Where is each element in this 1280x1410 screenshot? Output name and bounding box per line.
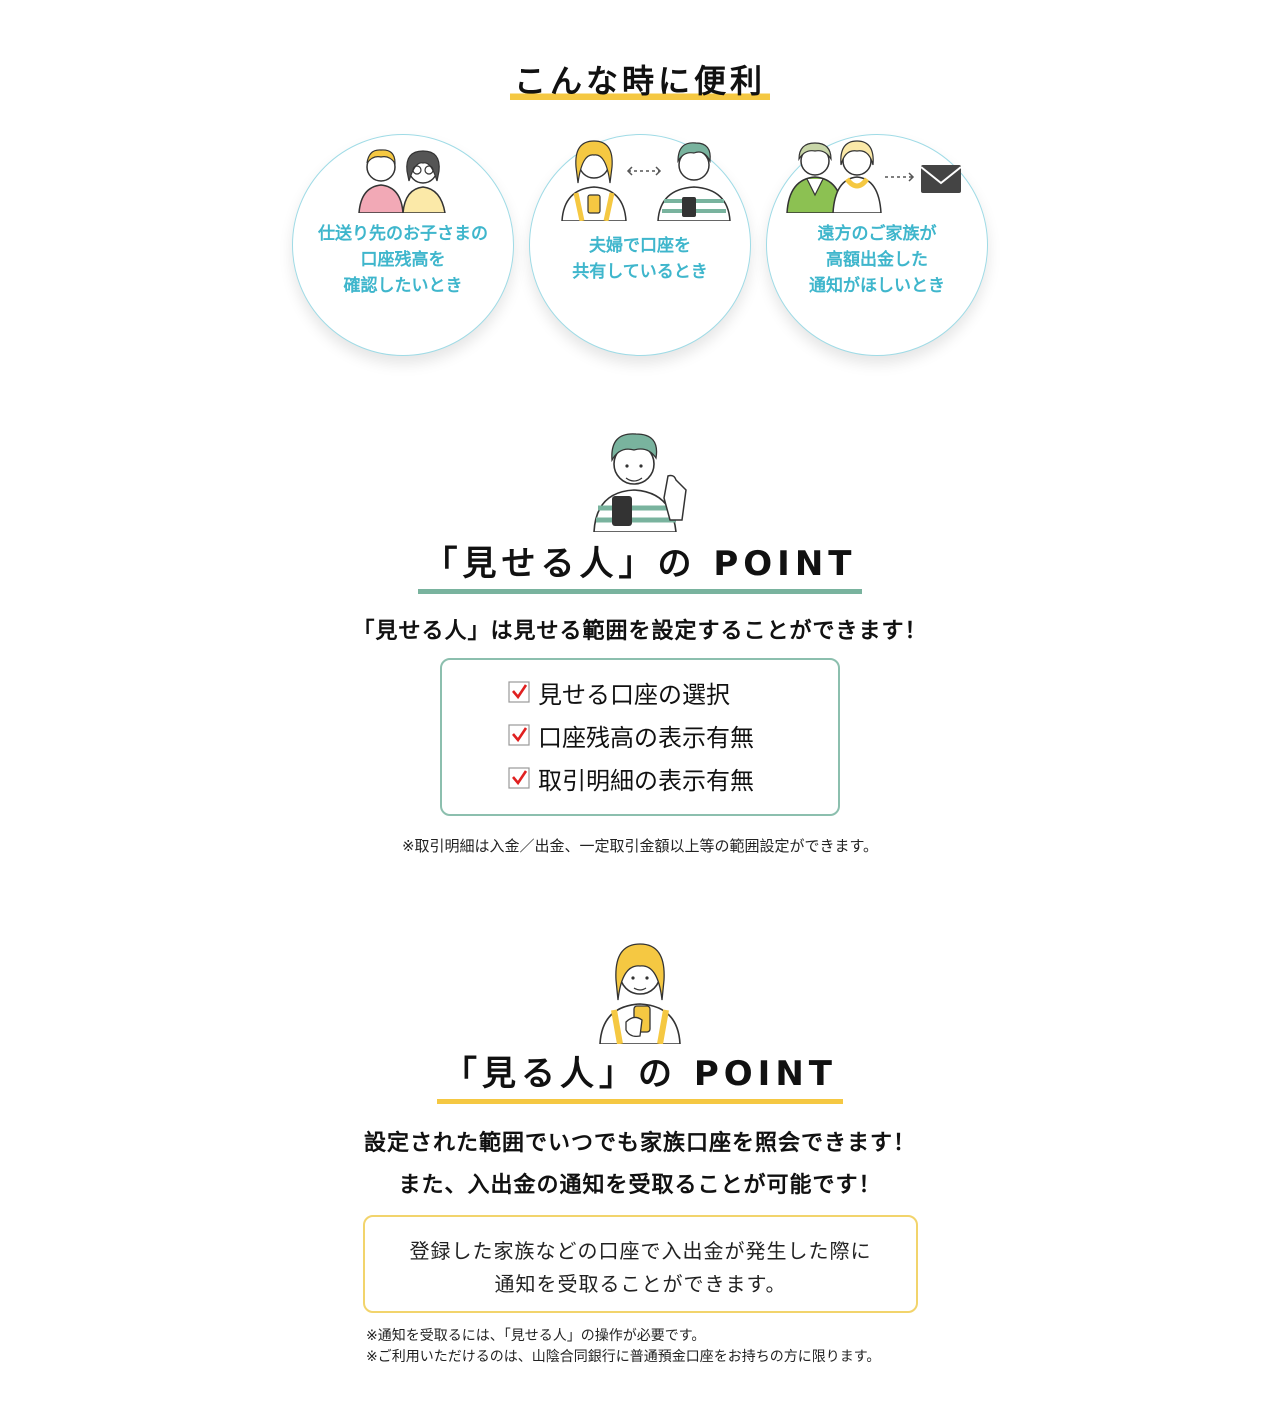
case-card-elderly: 遠方のご家族が 高額出金した 通知がほしいとき: [766, 134, 988, 356]
case-card-parents: 仕送り先のお子さまの 口座残高を 確認したいとき: [292, 134, 514, 356]
sharer-check-list: 見せる口座の選択 口座残高の表示有無 取引明細の表示有無: [440, 658, 840, 816]
section-title: こんな時に便利: [0, 56, 1280, 104]
viewer-woman-icon: [599, 943, 681, 1044]
viewer-notice-box: 登録した家族などの口座で入出金が発生した際に 通知を受取ることができます。: [363, 1215, 918, 1313]
checkbox-checked-icon: [508, 681, 530, 703]
checkbox-checked-icon: [508, 724, 530, 746]
elderly-mail-icon: [786, 140, 962, 213]
sharer-lead: 「見せる人」は見せる範囲を設定することができます！: [352, 619, 928, 644]
parents-icon: [358, 149, 446, 213]
case-text-parents: 仕送り先のお子さまの 口座残高を 確認したいとき: [318, 224, 488, 296]
case-text-elderly: 遠方のご家族が 高額出金した 通知がほしいとき: [809, 224, 945, 296]
check-item: 見せる口座の選択: [508, 676, 730, 709]
viewer-lead: 設定された範囲でいつでも家族口座を照会できます！ また、入出金の通知を受取ること…: [363, 1131, 916, 1198]
sharer-man-icon: [593, 433, 687, 532]
sharer-note: ※取引明細は入金／出金、一定取引金額以上等の範囲設定ができます。: [401, 837, 879, 855]
check-item: 取引明細の表示有無: [508, 762, 754, 795]
checkbox-checked-icon: [508, 767, 530, 789]
viewer-notes: ※通知を受取るには、「見せる人」の操作が必要です。 ※ご利用いただけるのは、山陰…: [366, 1328, 881, 1365]
case-text-couple: 夫婦で口座を 共有しているとき: [572, 236, 708, 282]
sharer-point-title: 「見せる人」の POINT: [0, 536, 1280, 594]
viewer-point-title: 「見る人」の POINT: [0, 1046, 1280, 1104]
couple-exchange-icon: [561, 140, 731, 221]
case-card-couple: 夫婦で口座を 共有しているとき: [529, 134, 751, 356]
check-item: 口座残高の表示有無: [508, 719, 754, 752]
